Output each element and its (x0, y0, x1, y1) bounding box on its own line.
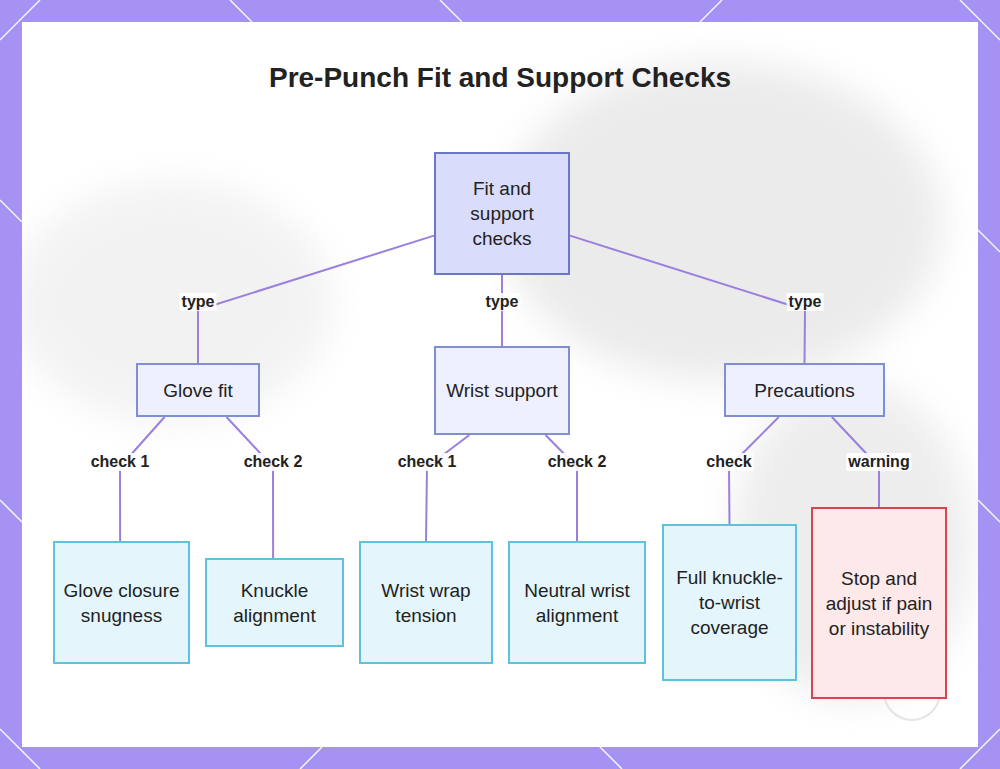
edge-label: check 2 (242, 453, 305, 471)
node-text-group: Fit and support checks (444, 176, 560, 251)
node-text-group: Precautions (754, 378, 854, 403)
node-label: Full knuckle-to-wrist coverage (672, 565, 787, 640)
tree-connector (546, 435, 577, 541)
category-box: Wrist support (434, 346, 570, 435)
node-text-group: Wrist support (446, 378, 558, 403)
node-label: Fit and support checks (444, 176, 560, 251)
node-label: Wrist wrap tension (369, 578, 483, 628)
check-box: Knuckle alignment (205, 558, 344, 647)
tree-connector (227, 417, 274, 558)
node-label: Knuckle alignment (215, 578, 334, 628)
node-label: Wrist support (446, 378, 558, 403)
check-box: Neutral wrist alignment (508, 541, 646, 664)
node-label: Glove fit (163, 378, 233, 403)
edge-label: warning (846, 453, 911, 471)
node-label: Glove closure snugness (63, 578, 180, 628)
warning-box: Stop and adjust if pain or instability (811, 507, 947, 699)
node-text-group: Glove closure snugness (63, 578, 180, 628)
tree-connector (570, 236, 805, 363)
node-label: Neutral wrist alignment (518, 578, 636, 628)
node-text-group: Knuckle alignment (215, 578, 334, 628)
tree-connector (198, 236, 434, 363)
tree-connector (426, 435, 469, 541)
check-box: Full knuckle-to-wrist coverage (662, 524, 797, 681)
edge-label: type (787, 293, 824, 311)
edge-label: check (704, 453, 753, 471)
edge-label: check 2 (546, 453, 609, 471)
tree-connector (120, 417, 165, 541)
category-box: Glove fit (136, 363, 260, 417)
node-text-group: Full knuckle-to-wrist coverage (672, 565, 787, 640)
check-box: Glove closure snugness (53, 541, 190, 664)
node-label: Precautions (754, 378, 854, 403)
node-text-group: Stop and adjust if pain or instability (821, 566, 937, 641)
node-text-group: Glove fit (163, 378, 233, 403)
diagram-title: Pre-Punch Fit and Support Checks (0, 62, 1000, 94)
edge-label: check 1 (396, 453, 459, 471)
check-box: Wrist wrap tension (359, 541, 493, 664)
node-label: Stop and adjust if pain or instability (821, 566, 937, 641)
node-text-group: Neutral wrist alignment (518, 578, 636, 628)
node-text-group: Wrist wrap tension (369, 578, 483, 628)
edge-label: type (484, 293, 521, 311)
edge-label: type (180, 293, 217, 311)
edge-label: check 1 (89, 453, 152, 471)
root-box: Fit and support checks (434, 152, 570, 275)
category-box: Precautions (724, 363, 885, 417)
